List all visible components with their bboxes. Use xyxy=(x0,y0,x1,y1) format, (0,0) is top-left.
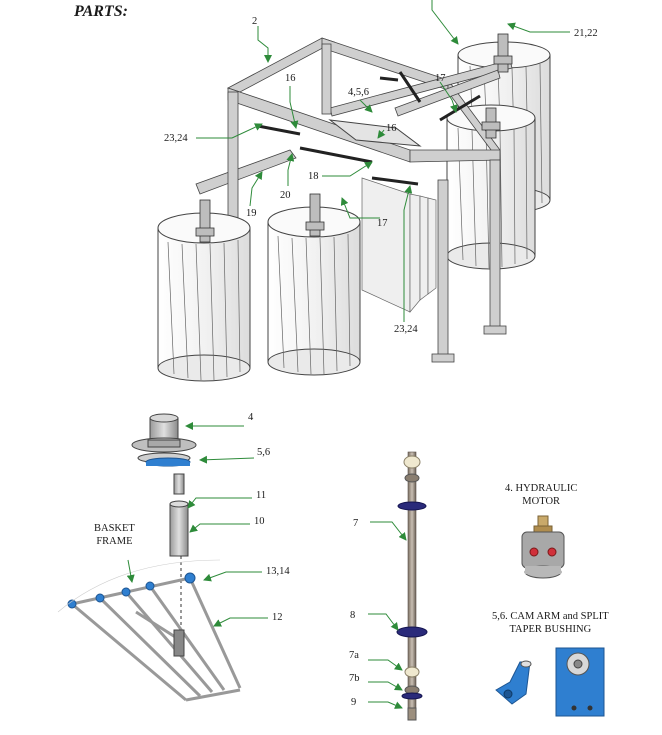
hydraulic-motor-caption-line1: 4. HYDRAULIC xyxy=(505,483,578,494)
cam-arm-caption: 5,6. CAM ARM and SPLIT TAPER BUSHING xyxy=(492,610,609,636)
nut-top xyxy=(403,455,421,469)
cam-arm-part-5-6 xyxy=(145,457,191,467)
callout-10: 10 xyxy=(254,516,265,527)
cam-arm-caption-line2: TAPER BUSHING xyxy=(509,624,592,635)
basket-frame-caption-line1: BASKET xyxy=(94,523,135,534)
hydraulic-motor-caption-line2: MOTOR xyxy=(522,496,561,507)
hydraulic-motor-caption: 4. HYDRAULIC MOTOR xyxy=(505,482,577,508)
parts-heading: PARTS: xyxy=(74,3,128,20)
basket-center-tube xyxy=(173,629,185,657)
callout-13-14: 13,14 xyxy=(266,566,290,577)
cam-arm-caption-line1: 5,6. CAM ARM and SPLIT xyxy=(492,611,609,622)
callout-2: 2 xyxy=(252,16,258,27)
callout-11: 11 xyxy=(256,490,267,501)
callout-7: 7 xyxy=(353,518,359,529)
basket-panels xyxy=(361,177,437,313)
shaft-sleeve-part-10-11 xyxy=(169,473,189,557)
center-plate xyxy=(328,119,422,147)
basket-leaders xyxy=(126,422,268,627)
callout-9: 9 xyxy=(351,697,357,708)
basket-assembly xyxy=(57,413,242,702)
flange-8 xyxy=(396,626,428,638)
callout-7a: 7a xyxy=(349,650,359,661)
top-leaders xyxy=(196,0,570,322)
callout-17-a: 17 xyxy=(435,73,446,84)
machine-assembly xyxy=(157,33,551,382)
tank-mounts xyxy=(195,33,513,243)
callout-5-6: 5,6 xyxy=(257,447,271,458)
callout-18: 18 xyxy=(308,171,319,182)
callout-23-24-b: 23,24 xyxy=(394,324,418,335)
shaft-leaders xyxy=(368,521,407,709)
basket-frame xyxy=(71,576,242,702)
washer-7a xyxy=(404,666,420,678)
callout-8: 8 xyxy=(350,610,356,621)
callout-4: 4 xyxy=(248,412,254,423)
callout-4-5-6: 4,5,6 xyxy=(348,87,369,98)
callout-21-22: 21,22 xyxy=(574,28,598,39)
callout-23-24-a: 23,24 xyxy=(164,133,188,144)
tank-front-center xyxy=(267,206,361,376)
callout-7b: 7b xyxy=(349,673,360,684)
callout-19: 19 xyxy=(246,208,257,219)
shaft-assembly xyxy=(396,451,428,721)
split-taper-bushing-photo xyxy=(555,647,605,717)
cam-arm-photo xyxy=(495,660,532,705)
callout-12: 12 xyxy=(272,612,283,623)
basket-frame-blue-caps xyxy=(67,572,196,609)
callout-16-a: 16 xyxy=(285,73,296,84)
basket-frame-caption: BASKET FRAME xyxy=(94,522,135,548)
callout-16-b: 16 xyxy=(386,123,397,134)
hydraulic-motor-photo xyxy=(521,515,565,579)
motor-part-4 xyxy=(131,413,197,464)
basket-frame-caption-line2: FRAME xyxy=(96,536,133,547)
hydraulic-cylinders xyxy=(257,71,481,186)
callout-20: 20 xyxy=(280,190,291,201)
callout-17-b: 17 xyxy=(377,218,388,229)
flange-top xyxy=(397,501,427,511)
tank-front-left xyxy=(157,212,251,382)
